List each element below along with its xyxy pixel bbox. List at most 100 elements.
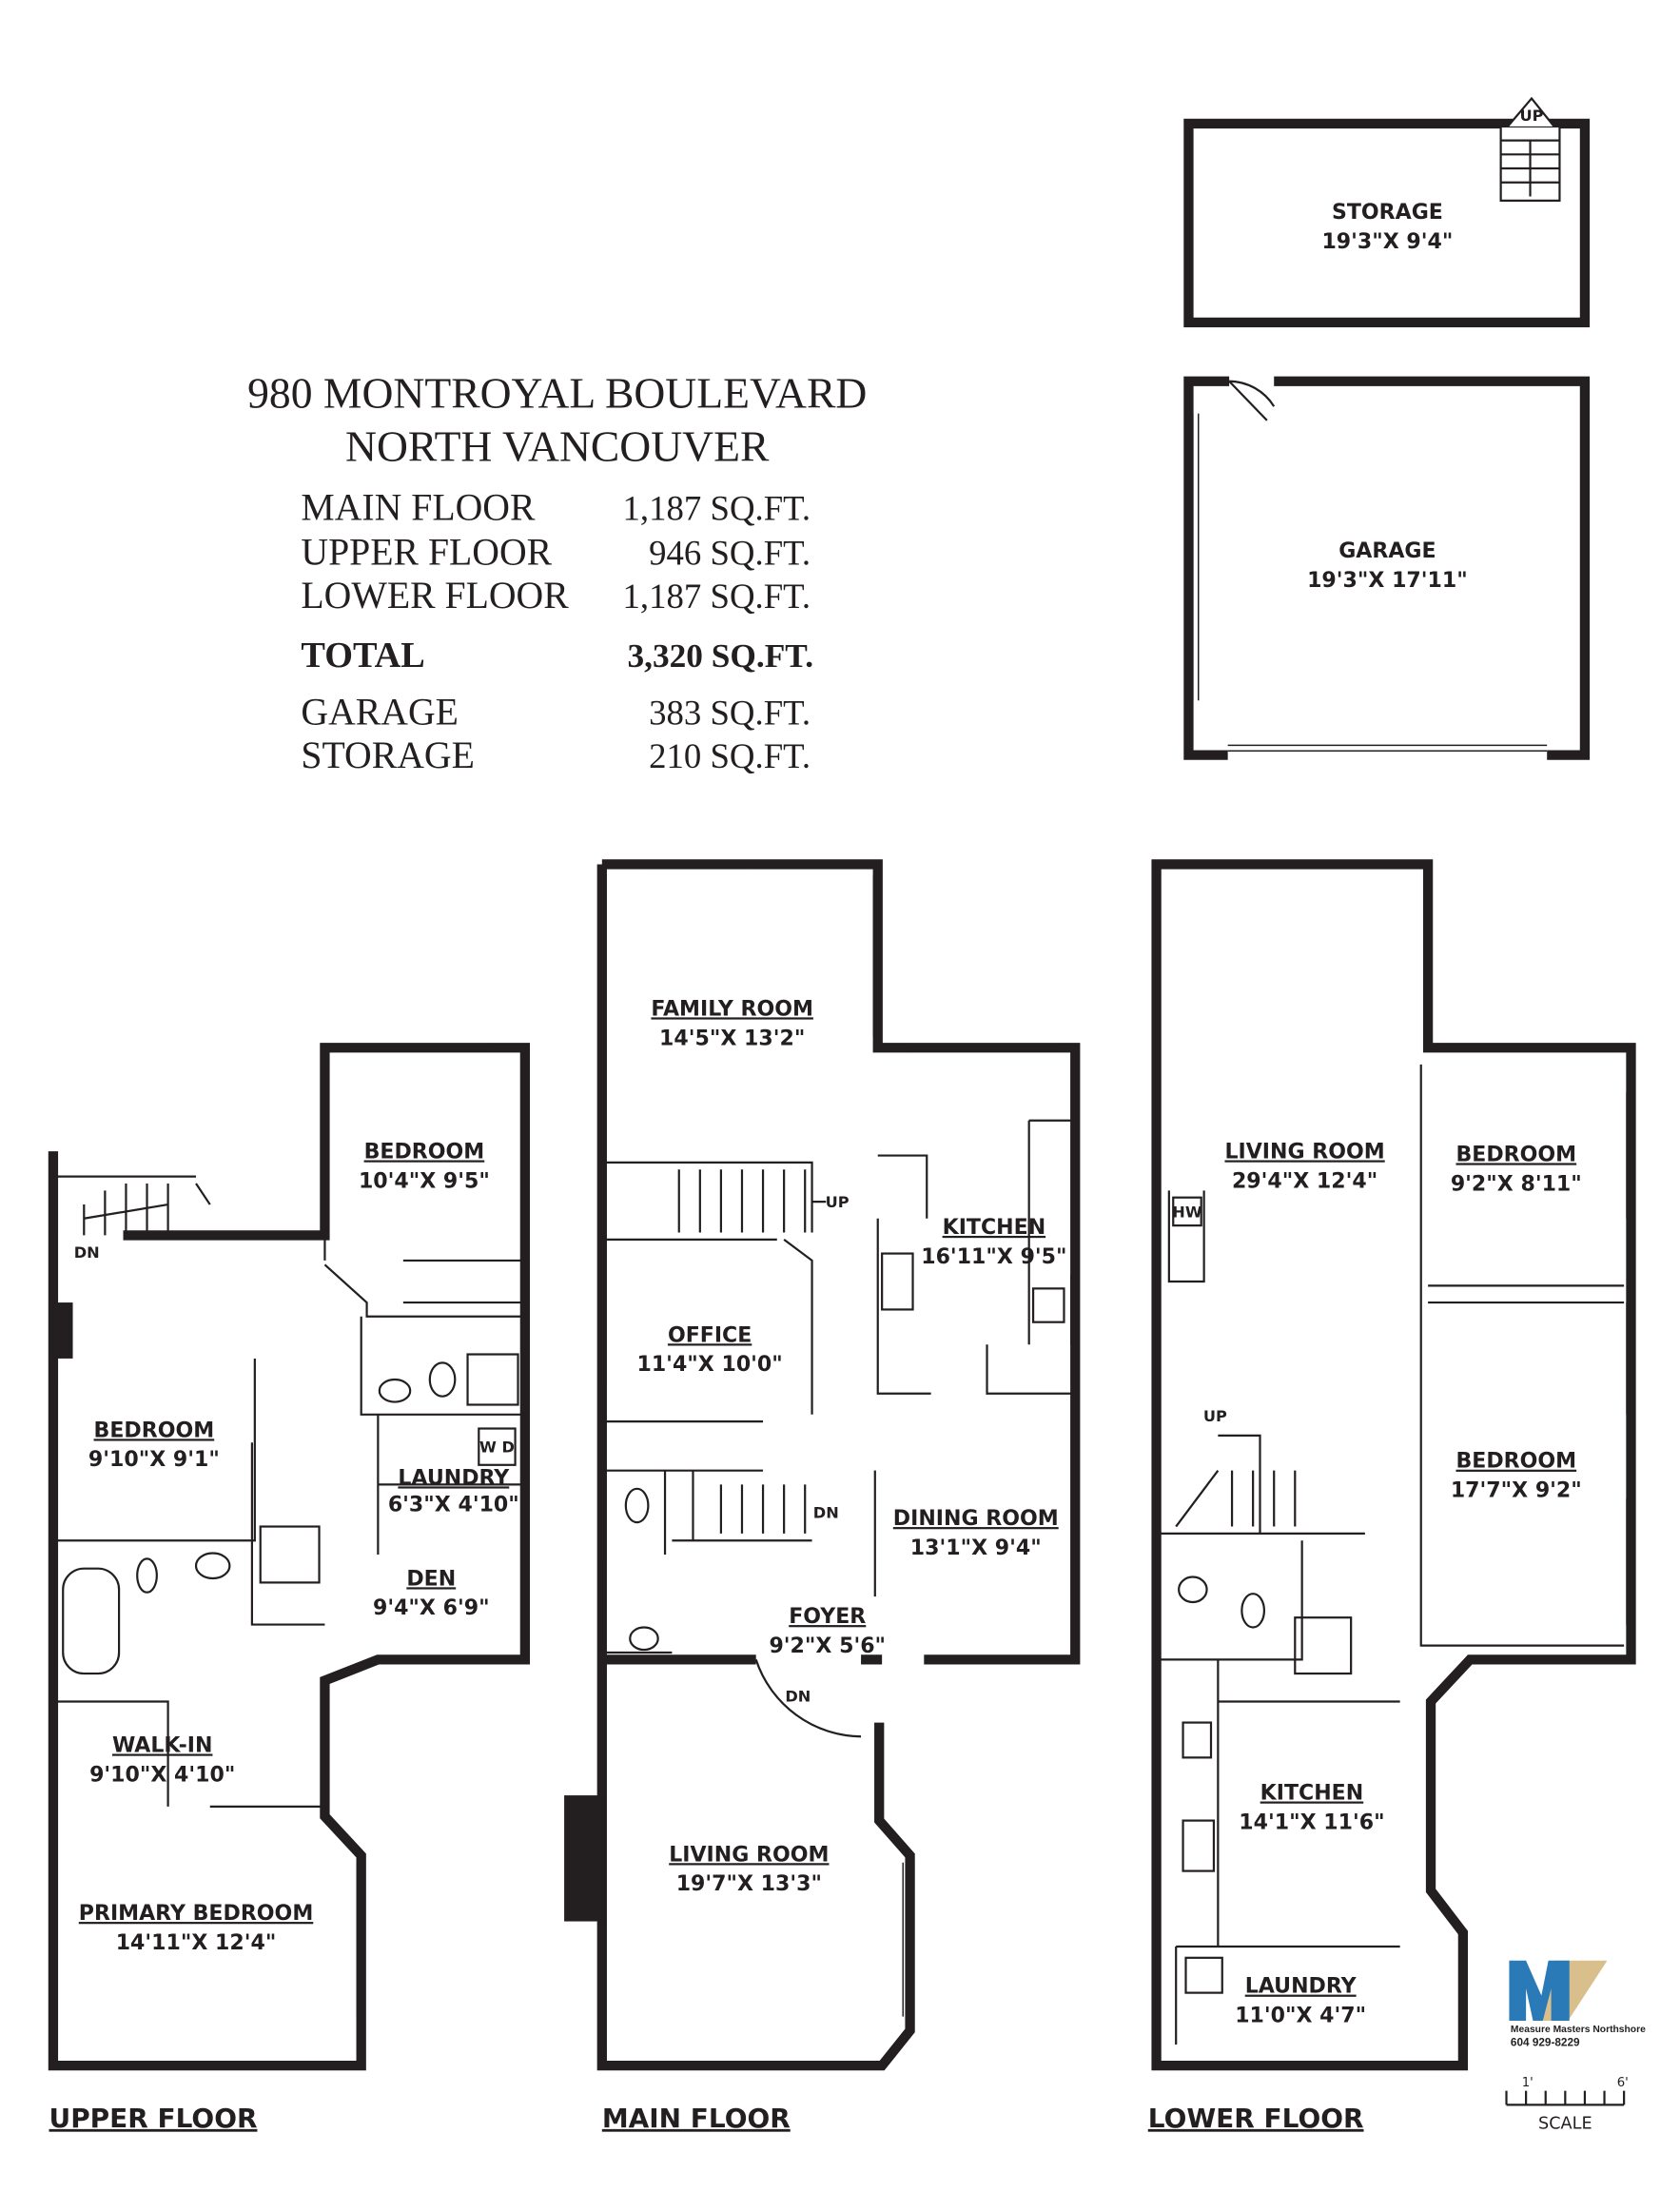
room-name: WALK-IN [112, 1733, 212, 1757]
lower-floor-plan: UP HW LIVING ROOM 29'4"X 12'4" BEDROOM 9… [1148, 859, 1636, 2134]
storage-walls [1183, 118, 1591, 328]
room-dims: 9'4"X 6'9" [373, 1596, 490, 1620]
company-phone: 604 929-8229 [1511, 2037, 1580, 2049]
room-dims: 14'5"X 13'2" [659, 1027, 805, 1050]
area-value: 1,187 SQ.FT. [623, 577, 811, 616]
area-label: LOWER FLOOR [301, 575, 569, 616]
stair-icon [677, 1169, 827, 1534]
washer-dryer-icon [478, 1427, 517, 1466]
windows [55, 1049, 523, 2063]
room-name: DEN [406, 1567, 456, 1591]
room-name: FOYER [789, 1605, 866, 1629]
windows [1158, 924, 1628, 1625]
room-dims: 11'4"X 10'0" [636, 1353, 782, 1377]
washer-icon [1184, 1956, 1223, 1994]
area-value: 946 SQ.FT. [649, 534, 811, 573]
shower-icon [259, 1525, 321, 1584]
room-dims: 19'3"X 9'4" [1321, 230, 1453, 254]
floor-label: MAIN FLOOR [602, 2103, 791, 2134]
shower-icon [1294, 1616, 1353, 1675]
upper-floor-walls [48, 1043, 531, 2071]
windows [604, 866, 1072, 2045]
room-dims: 9'10"X 9'1" [88, 1448, 220, 1472]
room-dims: 19'7"X 13'3" [676, 1872, 822, 1896]
scale-end: 6' [1617, 2076, 1629, 2090]
toilet-icon [428, 1361, 457, 1398]
room-dims: 11'0"X 4'7" [1235, 2005, 1366, 2028]
garage-door [1227, 744, 1548, 752]
sink-icon [194, 1552, 231, 1580]
toilet-icon [624, 1487, 650, 1524]
room-name: KITCHEN [943, 1216, 1046, 1240]
address-line-1: 980 MONTROYAL BOULEVARD [247, 369, 867, 418]
stair-icon [1175, 1434, 1297, 1534]
toilet-icon [136, 1557, 158, 1594]
room-name: LIVING ROOM [1224, 1140, 1384, 1164]
room-name: LAUNDRY [1245, 1975, 1358, 1999]
room-name: LAUNDRY [398, 1466, 510, 1490]
room-dims: 14'11"X 12'4" [116, 1931, 277, 1955]
room-name: BEDROOM [94, 1419, 215, 1442]
bathtub-icon [62, 1567, 121, 1675]
room-name: DINING ROOM [893, 1507, 1059, 1531]
washer-dryer-label: W D [479, 1438, 515, 1457]
room-dims: 10'4"X 9'5" [359, 1169, 490, 1193]
lower-floor-walls [1151, 859, 1636, 2071]
area-label: GARAGE [301, 691, 459, 733]
room-dims: 16'11"X 9'5" [921, 1245, 1066, 1269]
stair-label: DN [785, 1687, 811, 1705]
area-value: 1,187 SQ.FT. [623, 488, 811, 527]
room-dims: 9'2"X 5'6" [769, 1634, 886, 1658]
room-dims: 17'7"X 9'2" [1451, 1479, 1582, 1503]
total-label: TOTAL [301, 636, 424, 675]
fireplace [564, 1795, 602, 1922]
sink-icon [378, 1378, 412, 1403]
room-name: LIVING ROOM [669, 1843, 829, 1867]
title-block: 980 MONTROYAL BOULEVARD NORTH VANCOUVER … [247, 369, 867, 776]
room-dims: 14'1"X 11'6" [1239, 1810, 1384, 1834]
room-name: FAMILY ROOM [651, 997, 813, 1021]
garage-walls [1183, 376, 1591, 760]
room-name: GARAGE [1338, 539, 1436, 563]
scale-start: 1' [1522, 2076, 1533, 2090]
stove-icon [881, 1252, 914, 1311]
room-name: PRIMARY BEDROOM [79, 1902, 314, 1926]
shower-icon [466, 1353, 519, 1406]
room-name: BEDROOM [364, 1140, 485, 1164]
scale-bar: 1' 6' SCALE [1505, 2076, 1629, 2133]
curved-stair [754, 1659, 862, 1738]
main-interior-walls [600, 1119, 1071, 1654]
floor-label: LOWER FLOOR [1148, 2103, 1364, 2134]
stair-label: UP [826, 1193, 850, 1211]
sink-icon [1031, 1287, 1065, 1323]
area-value: 210 SQ.FT. [649, 736, 811, 775]
sink-icon [1178, 1576, 1208, 1604]
scale-ticks [1505, 2090, 1626, 2106]
stair-label: UP [1520, 107, 1544, 125]
stair-icon [1499, 96, 1561, 202]
room-name: OFFICE [668, 1323, 752, 1347]
stair-label: DN [74, 1243, 100, 1262]
company-name: Measure Masters Northshore [1511, 2025, 1646, 2035]
toilet-icon [1240, 1593, 1266, 1629]
area-label: MAIN FLOOR [301, 486, 536, 528]
total-value: 3,320 SQ.FT. [627, 637, 813, 675]
logo-blue-shape [1509, 1960, 1570, 2022]
main-floor-walls [596, 859, 1081, 2071]
room-dims: 13'1"X 9'4" [910, 1536, 1042, 1560]
stair-icon [52, 1175, 211, 1236]
area-label: STORAGE [301, 734, 474, 776]
room-name: BEDROOM [1455, 1143, 1576, 1166]
window [1192, 413, 1200, 701]
door-swing [1228, 380, 1276, 421]
room-dims: 6'3"X 4'10" [388, 1493, 519, 1517]
room-dims: 19'3"X 17'11" [1307, 569, 1468, 593]
scale-label: SCALE [1538, 2114, 1592, 2133]
room-name: BEDROOM [1455, 1450, 1576, 1474]
lower-interior-walls [1156, 1064, 1625, 2045]
room-dims: 9'10"X 4'10" [89, 1763, 235, 1787]
stair-label: UP [1203, 1407, 1227, 1425]
storage-plan: UP STORAGE 19'3"X 9'4" [1183, 96, 1591, 328]
chimney [52, 1302, 73, 1359]
